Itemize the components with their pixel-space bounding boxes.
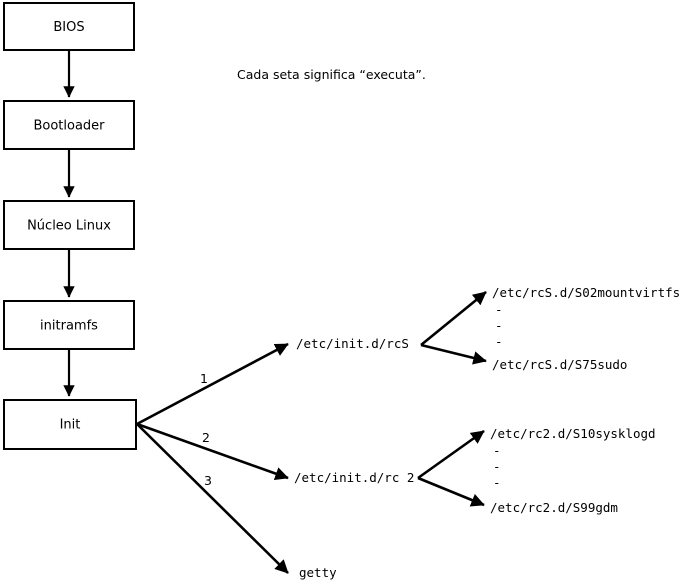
node-bios-rect (3, 2, 135, 51)
edge-number-2: 2 (202, 430, 210, 445)
label-rc2-first-script: /etc/rc2.d/S10sysklogd (490, 426, 656, 441)
init-fanout-group: 1 2 3 /etc/init.d/rcS /etc/init.d/rc 2 g… (136, 336, 414, 580)
node-init-label: Init (60, 418, 81, 433)
label-rc2-last-script: /etc/rc2.d/S99gdm (490, 500, 618, 515)
rcs-ellipsis-dash-3: - (495, 334, 503, 349)
arrow-rc2-to-first-script (417, 429, 485, 480)
arrow-rcs-to-last-script (420, 343, 487, 365)
node-kernel: Núcleo Linux (3, 200, 135, 250)
node-bios: BIOS (3, 2, 135, 51)
arrow-init-to-rcs (136, 342, 289, 426)
node-initramfs: initramfs (3, 300, 135, 350)
arrow-rc2-to-last-script (417, 476, 485, 507)
rc2-ellipsis-dash-1: - (493, 443, 501, 458)
rc2-ellipsis-dash-3: - (493, 475, 501, 490)
rcs-scripts-group: /etc/rcS.d/S02mountvirtfs - - - /etc/rcS… (420, 285, 680, 372)
rcs-ellipsis-dash-1: - (495, 302, 503, 317)
label-rcs-first-script: /etc/rcS.d/S02mountvirtfs (492, 285, 680, 300)
diagram-caption: Cada seta significa “executa”. (237, 67, 426, 82)
arrow-init-to-getty (136, 423, 289, 574)
rc2-scripts-group: /etc/rc2.d/S10sysklogd - - - /etc/rc2.d/… (417, 426, 656, 515)
arrow-init-to-rc2 (136, 422, 289, 481)
rcs-ellipsis-dash-2: - (495, 318, 503, 333)
node-initramfs-rect (3, 300, 135, 350)
label-getty: getty (299, 565, 337, 580)
edge-number-3: 3 (204, 473, 212, 488)
node-kernel-label: Núcleo Linux (27, 219, 111, 234)
node-bios-label: BIOS (53, 20, 84, 35)
rc2-ellipsis-dash-2: - (493, 459, 501, 474)
node-bootloader: Bootloader (3, 100, 135, 150)
node-initramfs-label: initramfs (40, 319, 98, 334)
node-bootloader-rect (3, 100, 135, 150)
edge-number-1: 1 (200, 371, 208, 386)
node-init-rect (3, 399, 137, 450)
label-init-d-rcs: /etc/init.d/rcS (296, 336, 409, 351)
label-init-d-rc2: /etc/init.d/rc 2 (294, 470, 414, 485)
node-bootloader-label: Bootloader (33, 119, 105, 134)
label-rcs-last-script: /etc/rcS.d/S75sudo (492, 357, 627, 372)
boot-chain-group: BIOS Bootloader Núcleo Linux initramfs I… (3, 2, 137, 450)
node-init: Init (3, 399, 137, 450)
arrow-rcs-to-first-script (420, 290, 487, 347)
